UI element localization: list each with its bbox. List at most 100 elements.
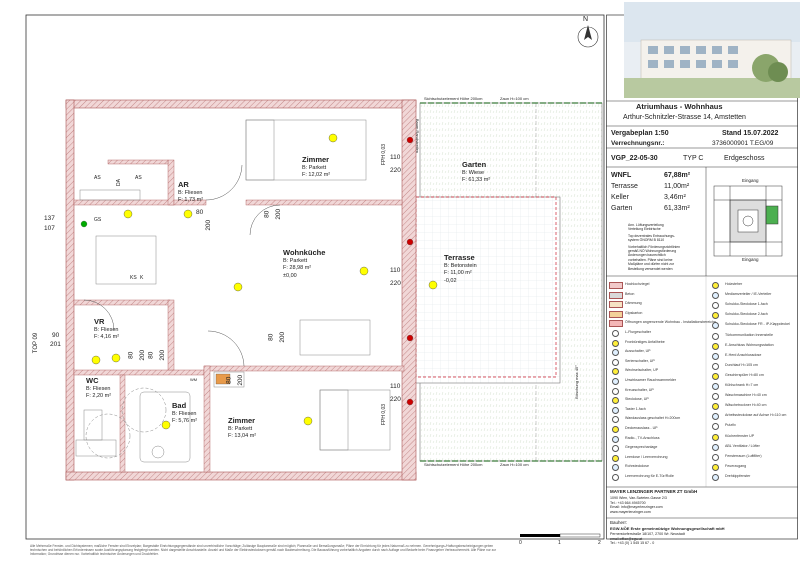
- area-label: Keller: [611, 194, 629, 201]
- legend-symbol-icon: [712, 332, 719, 340]
- legend-label: Wechselschalter, UP: [625, 368, 659, 373]
- scale-bar: [520, 533, 601, 538]
- legend-item: Öffnungen angrenzende Wohnbau - Installa…: [609, 319, 716, 329]
- legend-symbol-icon: [712, 423, 719, 431]
- door-width: 80: [263, 210, 271, 218]
- door-height: 200: [237, 374, 245, 386]
- keyplan-entrance: Eingang: [742, 257, 759, 262]
- legend-symbol-icon: [612, 416, 619, 424]
- legend-item: Leerdose / Leerverrohrung: [609, 454, 705, 464]
- firm-details: 1090 Wien, Van-Swieten-Gasse 2/3 Tel.: +…: [610, 496, 667, 514]
- area-label: Garten: [611, 205, 633, 212]
- terrace-area: [409, 196, 561, 384]
- door-height: 200: [275, 208, 283, 220]
- legend-item: Drehkippfenster: [709, 473, 797, 483]
- legend-item: L-Flurgeschalter: [609, 329, 705, 339]
- floor-name: Erdgeschoss: [724, 155, 765, 162]
- room-label: VR B: Fliesen F: 4,16 m²: [94, 317, 120, 340]
- legend-item: Feuerzugang: [709, 463, 797, 473]
- legend-item: Beton: [609, 291, 705, 301]
- legend-symbol-icon: [712, 463, 719, 471]
- title-block-frame: [606, 2, 800, 540]
- legend-symbol-icon: [712, 413, 719, 421]
- legend-symbol-icon: [612, 349, 619, 357]
- scale-tick: 2: [598, 540, 601, 546]
- legend-label: Gipskarton: [625, 310, 643, 315]
- door-width: 80: [267, 333, 275, 341]
- window-height: 220: [390, 167, 401, 174]
- door-width: 80: [127, 351, 135, 359]
- socket-label: AS: [94, 175, 101, 181]
- legend-label: Wandauslass geschaltet H=200cm: [625, 416, 681, 421]
- legend-symbol-icon: [612, 445, 619, 453]
- sheet-border: [25, 14, 605, 540]
- room-label: Terrasse B: Betonstein F: 11,00 m² -0,02: [444, 253, 477, 284]
- legend-label: Öffnungen angrenzende Wohnbau - Installa…: [625, 320, 716, 325]
- legend-label: Gegensprechanlage: [625, 445, 658, 450]
- legend-item: Hochlochziegel: [609, 281, 705, 291]
- type-name: TYP C: [683, 155, 704, 162]
- firm-name: MAYER LENZINGER PARTNER ZT GmbH: [610, 489, 698, 494]
- legend-symbol-icon: [609, 282, 623, 289]
- legend-symbol-icon: [712, 403, 719, 411]
- room-label: Zimmer B: Parkett F: 12,02 m²: [302, 155, 331, 178]
- legend-item: Schukko-Steckdose 1-fach: [709, 301, 797, 311]
- scale-tick: 0: [519, 540, 522, 546]
- legend-symbol-icon: [612, 397, 619, 405]
- legend-symbol-icon: [612, 474, 619, 481]
- room-label: Bad B: Fliesen F: 5,76 m²: [172, 401, 198, 424]
- k-label: K: [140, 275, 144, 281]
- legend-label: Waschmaschine H=40 cm: [725, 393, 767, 398]
- ref-value: 3736000901 T.EG/09: [712, 140, 774, 147]
- legend-label: Schukko-Steckdose 1-fach: [725, 302, 768, 307]
- legend-symbol-icon: [612, 406, 619, 414]
- room-label: Zimmer B: Parkett F: 13,04 m²: [228, 416, 257, 439]
- tree-label: Baum Randstreifen: [415, 118, 421, 154]
- legend-label: Radio-, TV-Anschluss: [625, 435, 660, 440]
- walls: [65, 99, 417, 481]
- window-width: 110: [390, 154, 401, 161]
- room-label: WC B: Fliesen F: 2,20 m²: [86, 376, 112, 399]
- fph-label: FPH 0,03: [381, 143, 388, 166]
- legend-label: Beton: [625, 291, 635, 296]
- legend-symbol-icon: [612, 464, 619, 472]
- window-height: 220: [390, 280, 401, 287]
- door-swings: [83, 164, 281, 367]
- electrical-symbols: [80, 133, 438, 430]
- legend-item: Rohrsteckdose: [609, 463, 705, 473]
- notes-list: Ann. Lüftungsverteilung Verteilung Elekt…: [628, 223, 681, 271]
- legend-label: Hochlochziegel: [625, 282, 650, 286]
- client-title: Bauherr:: [610, 520, 628, 525]
- legend-item: Türkommunikation Innenstelle: [709, 332, 797, 342]
- legend-symbol-icon: [712, 342, 719, 350]
- legend-symbol-icon: [612, 426, 619, 433]
- legend-item: Küchenfenster UP: [709, 433, 797, 443]
- floor-plan: [25, 14, 605, 540]
- legend-symbol-icon: [612, 330, 619, 337]
- legend-label: Putzfix: [725, 423, 736, 428]
- legend-label: Holzsteher: [725, 282, 743, 286]
- legend-item: Gegensprechanlage: [609, 444, 705, 454]
- client-name: EGW-NÖE Erste gemeinnützige Wohnungsgese…: [610, 526, 725, 531]
- legend-symbol-icon: [712, 393, 719, 401]
- legend-item: Schukko-Steckdose FR - IP-Klappdeckel: [709, 321, 797, 331]
- client-details: Pernerstorferstraße 18/107, 2700 Wr. Neu…: [610, 532, 685, 546]
- keyplan-entrance: Eingang: [742, 178, 759, 183]
- door-height: 200: [159, 349, 167, 361]
- project-address: Arthur-Schnitzler-Strasse 14, Amstetten: [623, 114, 746, 121]
- area-value: 3,46m²: [664, 194, 686, 201]
- legend-label: Küchenfenster UP: [725, 433, 755, 438]
- legend-symbol-icon: [612, 368, 619, 376]
- area-label: Terrasse: [611, 183, 638, 190]
- legend-label: Taster 1-fach: [625, 406, 646, 411]
- door-width: 80: [147, 351, 155, 359]
- legend-label: Rohrsteckdose: [625, 464, 649, 469]
- legend-symbol-icon: [712, 362, 719, 370]
- scale-tick: 1: [558, 540, 561, 546]
- legend-item: Durchlauf H=105 cm: [709, 362, 797, 372]
- screen-label: Sichtschutzelement Höhe 200cm: [424, 462, 483, 467]
- legend-symbol-icon: [712, 372, 719, 380]
- legend-symbol-icon: [612, 358, 619, 366]
- legend-item: Wäschetrockner H=40 cm: [709, 402, 797, 412]
